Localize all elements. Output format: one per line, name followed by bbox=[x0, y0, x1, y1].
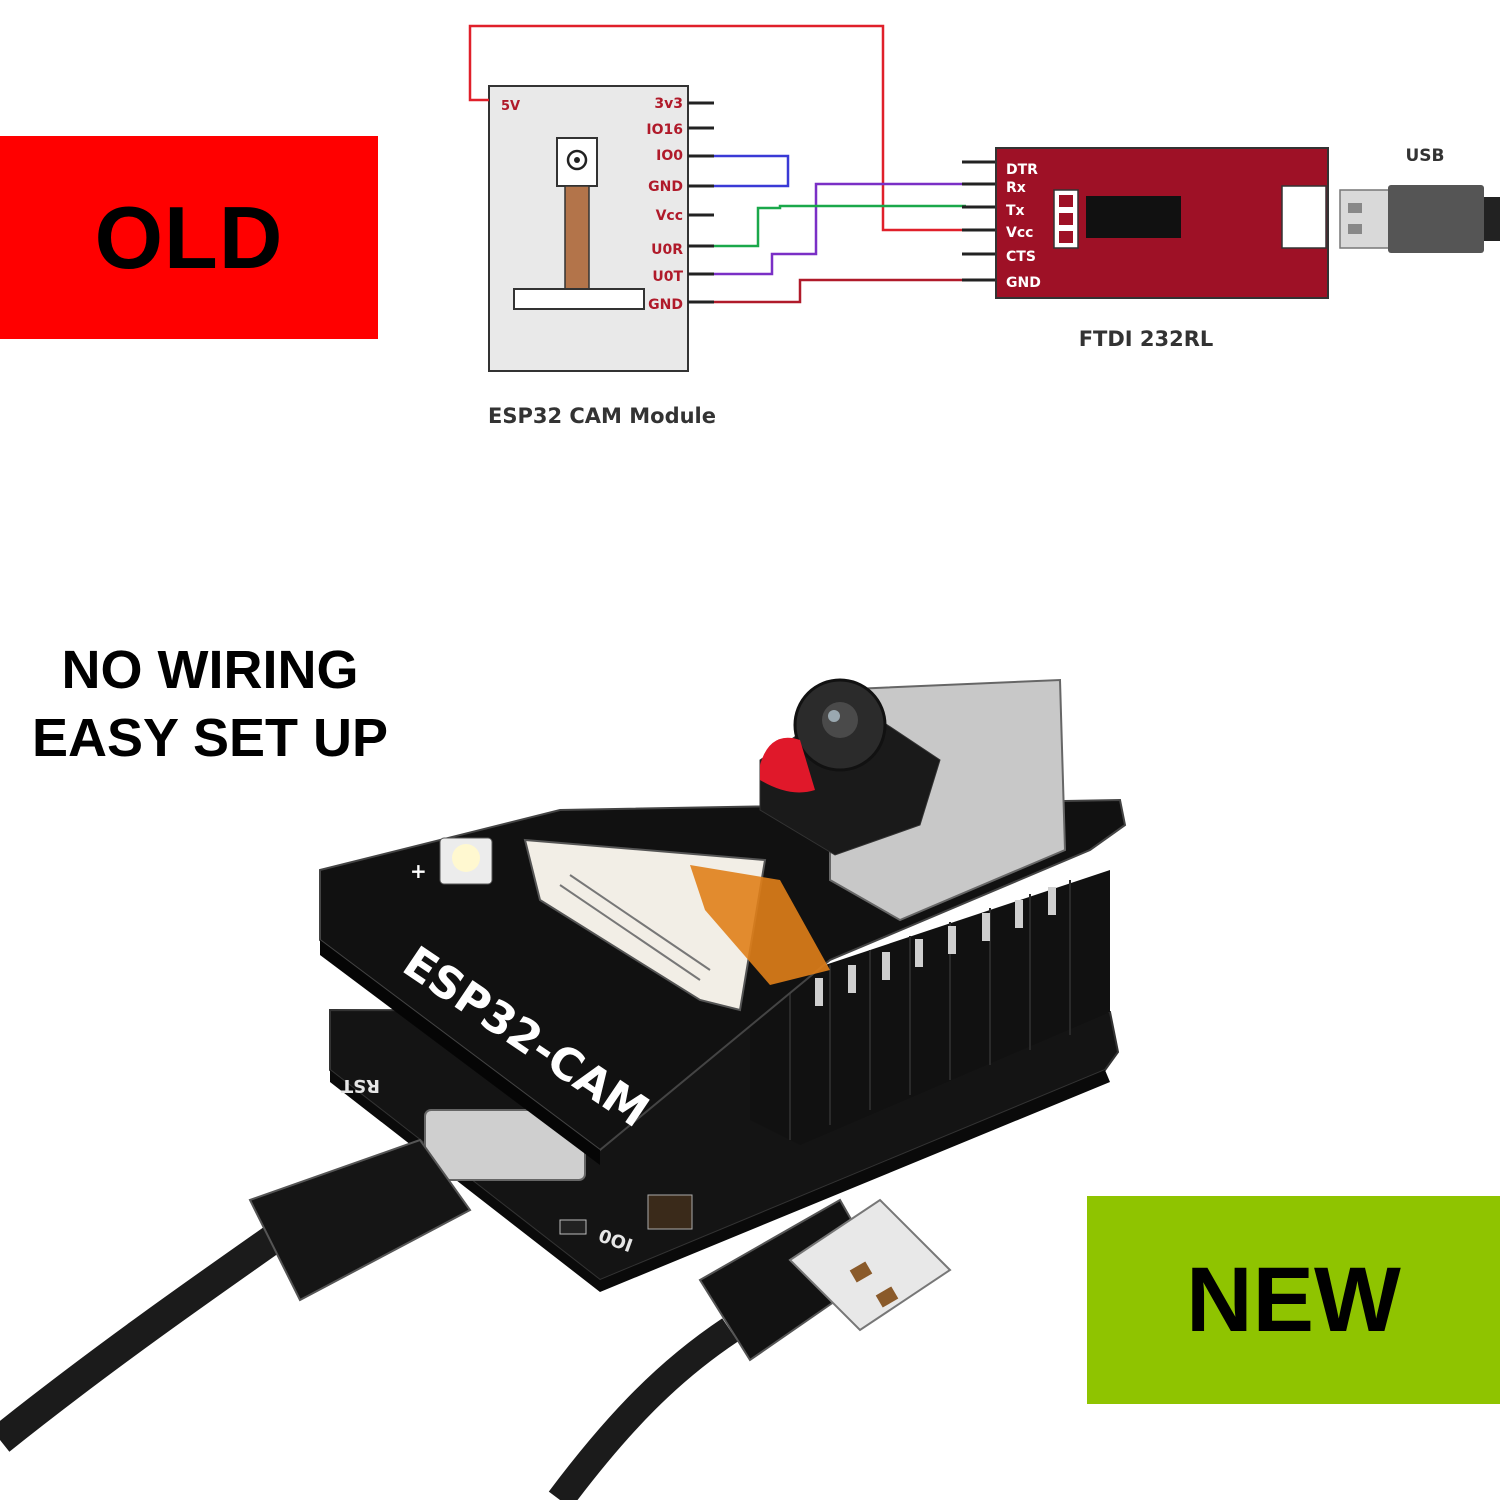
esp-pin-label: U0T bbox=[652, 269, 683, 285]
usb-label: USB bbox=[1405, 146, 1444, 166]
esp32-caption: ESP32 CAM Module bbox=[488, 404, 716, 428]
usb-cable bbox=[0, 1138, 952, 1500]
rst-label: RST bbox=[340, 1075, 380, 1096]
pin-header-block bbox=[750, 870, 1110, 1145]
ftdi-pin-label: Vcc bbox=[1006, 225, 1033, 241]
usb-socket bbox=[1281, 185, 1327, 249]
ftdi-pin-label: CTS bbox=[1006, 249, 1036, 265]
esp-pin-label: IO0 bbox=[656, 148, 683, 164]
esp-pin-label: U0R bbox=[651, 242, 683, 258]
product-photo: RST IO0 + bbox=[0, 678, 1127, 1500]
header-pins bbox=[815, 887, 1056, 1006]
flex-cable bbox=[690, 865, 830, 985]
esp-pin-label: GND bbox=[648, 297, 683, 313]
esp-pin-label: GND bbox=[648, 179, 683, 195]
connector-slot bbox=[513, 288, 645, 310]
usb-a-connector-icon bbox=[788, 1198, 952, 1332]
new-badge: NEW bbox=[1087, 1196, 1500, 1404]
ribbon-cable bbox=[564, 185, 590, 291]
old-badge: OLD bbox=[0, 136, 378, 339]
svg-text:+: + bbox=[410, 859, 427, 883]
ftdi-board: DTR Rx Tx Vcc CTS GND FTDI 232RL bbox=[962, 147, 1329, 351]
camera-module bbox=[759, 678, 941, 856]
ftdi-chip bbox=[1086, 196, 1181, 238]
esp32-module: 5V 3v3 IO16 IO0 GND Vcc U0R U0T GND E bbox=[488, 85, 716, 428]
pin-5v-label: 5V bbox=[501, 99, 520, 114]
old-label: OLD bbox=[94, 187, 284, 287]
esp-pin-label: IO16 bbox=[646, 122, 683, 138]
usb-plug-icon: USB bbox=[1339, 146, 1500, 253]
tagline-line1: NO WIRING bbox=[61, 640, 359, 700]
tagline-line2: EASY SET UP bbox=[31, 708, 389, 768]
ftdi-pin-label: DTR bbox=[1006, 162, 1038, 178]
tagline: NO WIRING EASY SET UP bbox=[0, 636, 420, 772]
esp-pin-label: 3v3 bbox=[654, 96, 683, 112]
wires bbox=[468, 24, 966, 304]
ftdi-pin-label: Rx bbox=[1006, 180, 1026, 196]
wiring-diagram: 5V 3v3 IO16 IO0 GND Vcc U0R U0T GND E bbox=[468, 24, 1500, 428]
new-label: NEW bbox=[1186, 1248, 1401, 1351]
ftdi-pin-label: GND bbox=[1006, 275, 1041, 291]
ftdi-caption: FTDI 232RL bbox=[1079, 327, 1214, 351]
esp32-cam-board: + ESP32-CAM bbox=[319, 678, 1127, 1165]
ftdi-pin-label: Tx bbox=[1006, 203, 1025, 219]
esp-pin-label: Vcc bbox=[656, 208, 683, 224]
